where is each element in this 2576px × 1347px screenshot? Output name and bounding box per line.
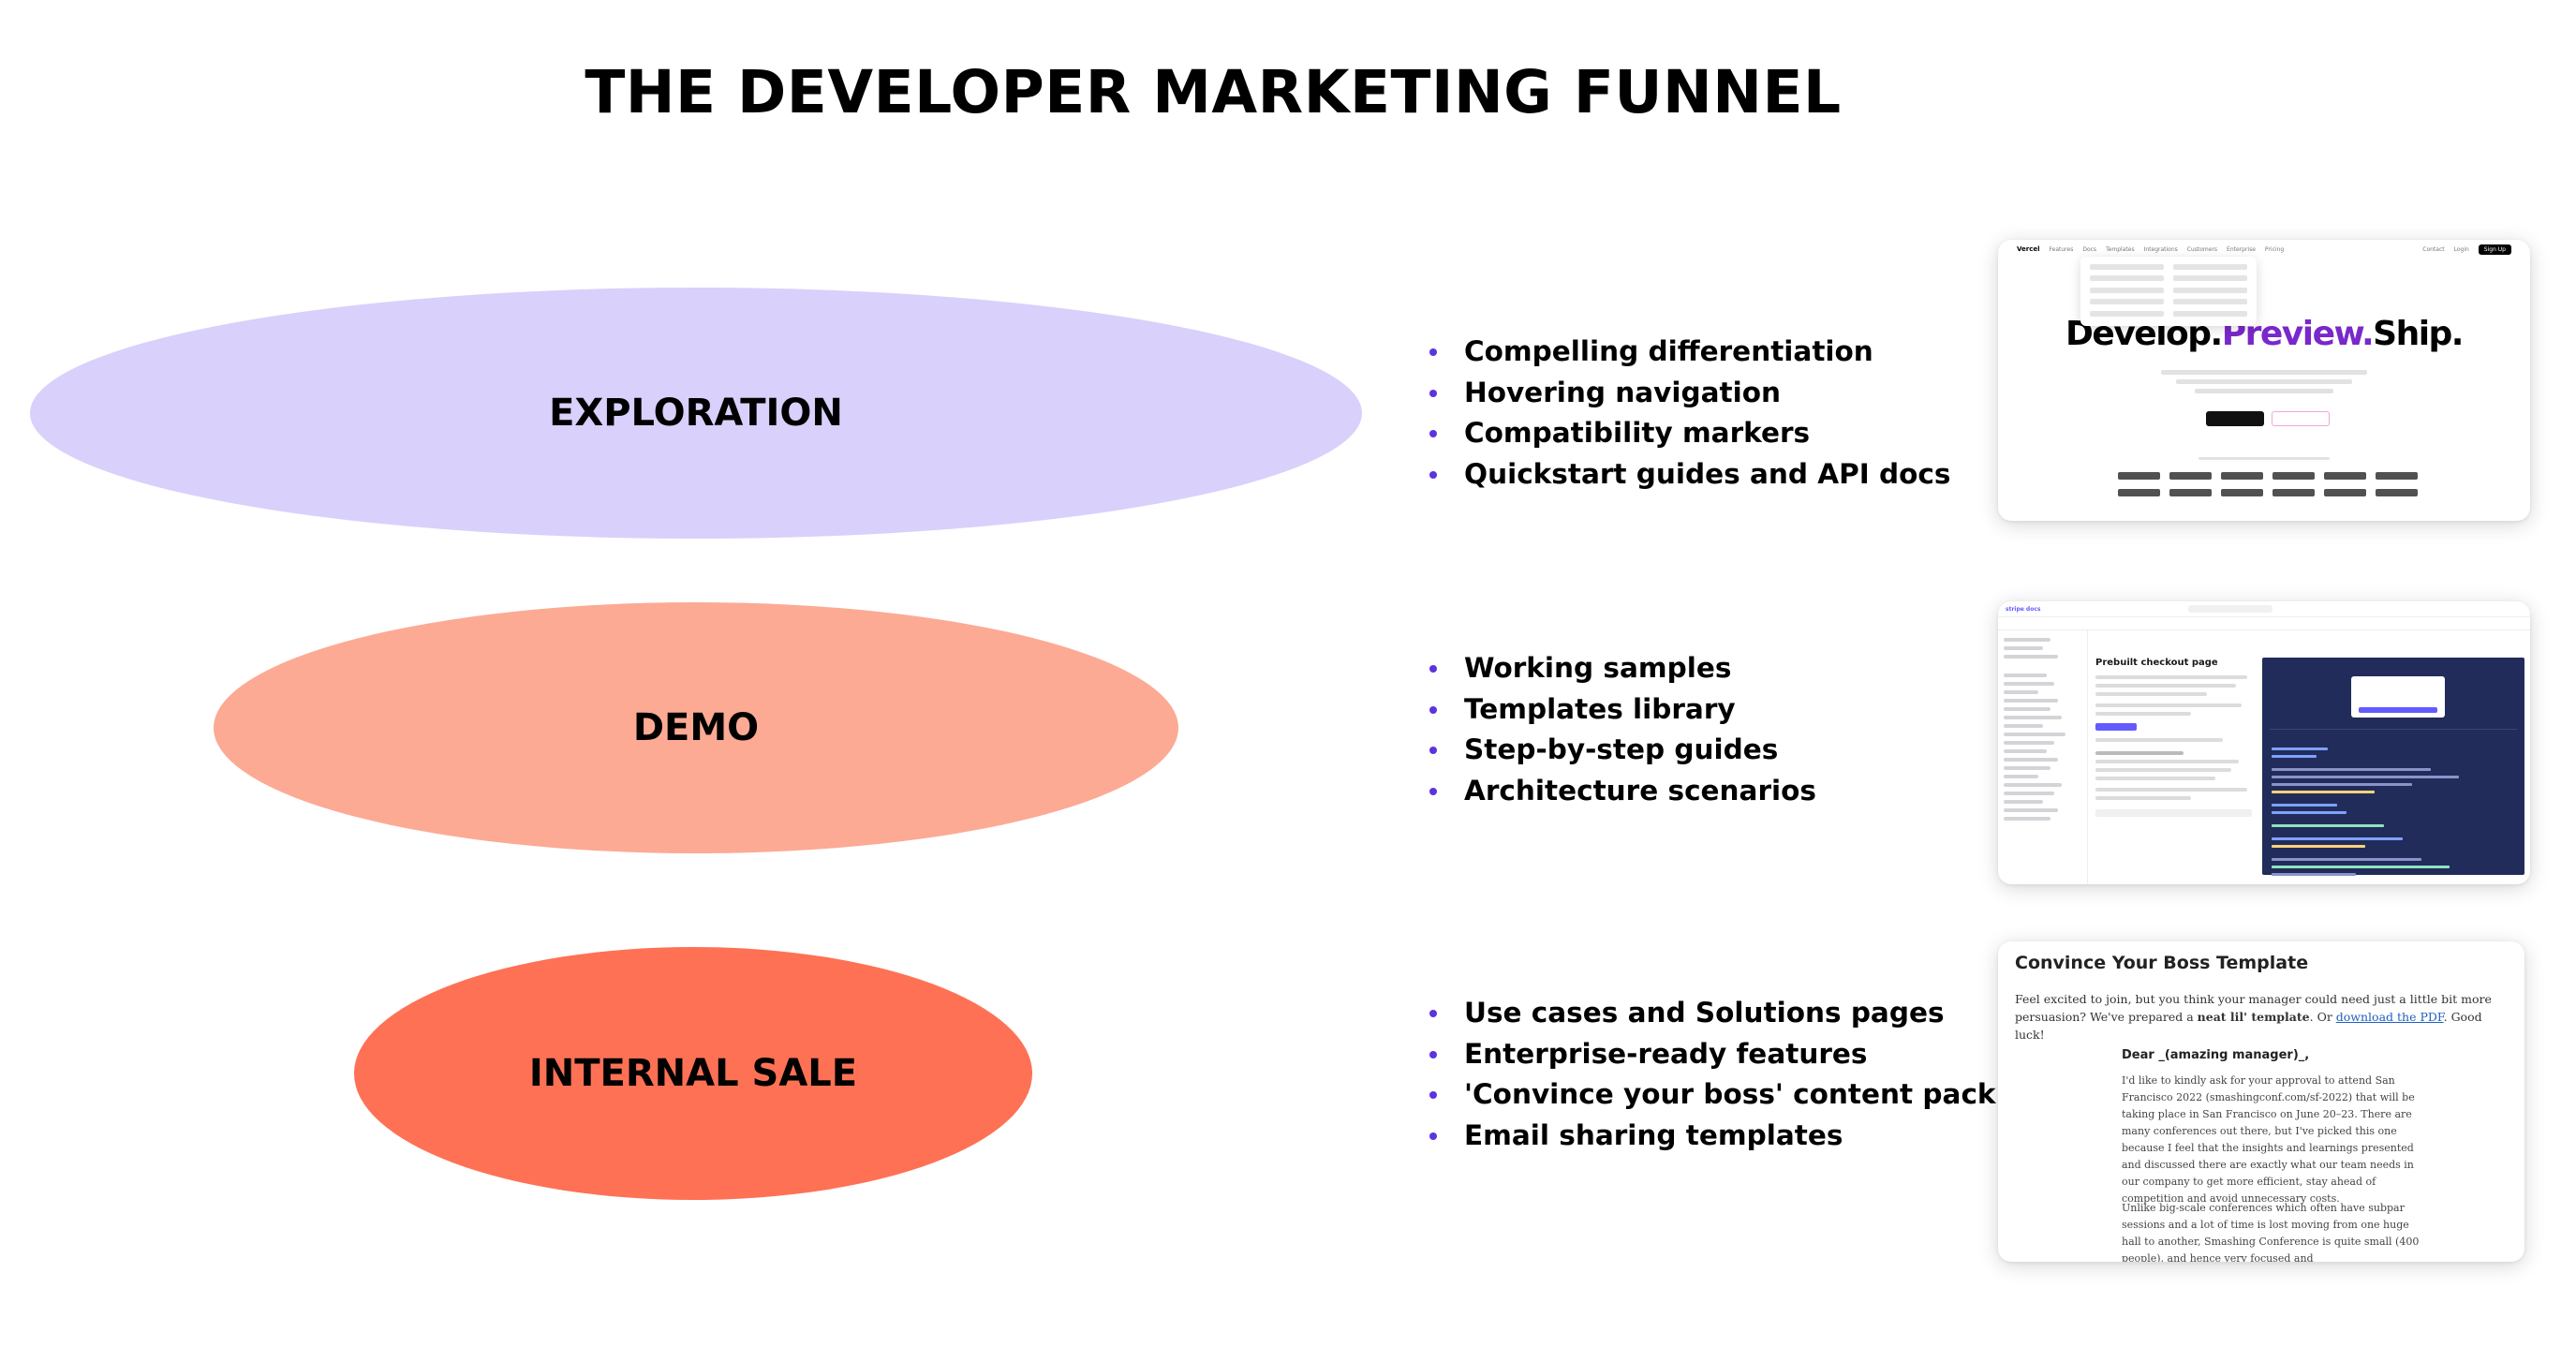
docs-heading: Prebuilt checkout page: [2095, 658, 2218, 668]
bullet-item: Use cases and Solutions pages: [1424, 993, 1996, 1034]
vercel-hero: Develop.Preview.Ship.: [1998, 315, 2530, 353]
bullet-item: Working samples: [1424, 648, 1816, 689]
intro-text: . Or: [2309, 1010, 2336, 1024]
letter-paragraph: I'd like to kindly ask for your approval…: [2122, 1074, 2415, 1205]
docs-main: Prebuilt checkout page: [2095, 658, 2255, 822]
exploration-bullets: Compelling differentiation Hovering navi…: [1424, 332, 1950, 495]
nav-item: Pricing: [2264, 245, 2285, 253]
intro-text: Feel excited to join, but you think your…: [2015, 992, 2492, 1024]
stage-label: DEMO: [632, 706, 760, 749]
nav-item: Templates: [2106, 245, 2135, 253]
nav-item: Enterprise: [2227, 245, 2256, 253]
stage-label: INTERNAL SALE: [528, 1052, 858, 1095]
stage-internal-sale: INTERNAL SALE: [354, 947, 1032, 1200]
customer-logos: [2118, 472, 2418, 496]
bullet-item: Templates library: [1424, 689, 1816, 731]
bullet-item: 'Convince your boss' content pack: [1424, 1074, 1996, 1116]
convince-boss-screenshot: Convince Your Boss Template Feel excited…: [1998, 941, 2524, 1262]
letter-paragraph: Unlike big-scale conferences which often…: [2122, 1202, 2420, 1262]
nav-item: Contact: [2422, 245, 2445, 253]
code-panel: [2262, 658, 2524, 876]
vercel-logo: Vercel: [2017, 245, 2040, 253]
bullet-item: Step-by-step guides: [1424, 730, 1816, 771]
stage-exploration: EXPLORATION: [30, 288, 1362, 539]
signup-button: Sign Up: [2478, 244, 2511, 255]
checkout-preview: [2351, 676, 2445, 718]
template-intro: Feel excited to join, but you think your…: [2015, 990, 2509, 1044]
search-bar: [2188, 605, 2273, 613]
bullet-item: Email sharing templates: [1424, 1116, 1996, 1157]
nav-item: Features: [2049, 245, 2074, 253]
download-button: [2095, 723, 2137, 731]
stage-demo: DEMO: [214, 602, 1178, 853]
start-deploying-button: [2206, 411, 2264, 426]
stripe-topbar: stripe docs: [1998, 601, 2530, 617]
demo-bullets: Working samples Templates library Step-b…: [1424, 648, 1816, 811]
hover-menu: [2080, 257, 2257, 326]
get-demo-button: [2272, 411, 2330, 426]
vercel-nav: Vercel Features Docs Templates Integrati…: [1998, 240, 2530, 259]
bullet-item: Enterprise-ready features: [1424, 1034, 1996, 1075]
intro-bold: neat lil' template: [2197, 1010, 2310, 1024]
hero-word: Ship.: [2373, 315, 2464, 353]
internal-sale-bullets: Use cases and Solutions pages Enterprise…: [1424, 993, 1996, 1156]
stage-label: EXPLORATION: [549, 392, 843, 435]
nav-item: Customers: [2186, 245, 2218, 253]
stripe-logo: stripe docs: [2006, 605, 2041, 613]
stripe-docs-screenshot: stripe docs Prebuilt checkout page: [1998, 601, 2530, 884]
intro-text: . Good luck!: [2015, 1010, 2482, 1042]
letter-salutation: Dear _(amazing manager)_,: [2122, 1048, 2310, 1062]
bullet-item: Hovering navigation: [1424, 373, 1950, 414]
bullet-item: Quickstart guides and API docs: [1424, 454, 1950, 496]
bullet-item: Compelling differentiation: [1424, 332, 1950, 373]
nav-item: Login: [2453, 245, 2469, 253]
template-title: Convince Your Boss Template: [2015, 953, 2309, 973]
bullet-item: Compatibility markers: [1424, 413, 1950, 454]
bullet-item: Architecture scenarios: [1424, 771, 1816, 812]
docs-sidebar: [1998, 630, 2088, 884]
nav-item: Integrations: [2143, 245, 2178, 253]
vercel-screenshot: Vercel Features Docs Templates Integrati…: [1998, 240, 2530, 521]
page-title: THE DEVELOPER MARKETING FUNNEL: [585, 58, 1842, 126]
download-pdf-link: download the PDF: [2335, 1010, 2444, 1024]
nav-item: Docs: [2082, 245, 2097, 253]
